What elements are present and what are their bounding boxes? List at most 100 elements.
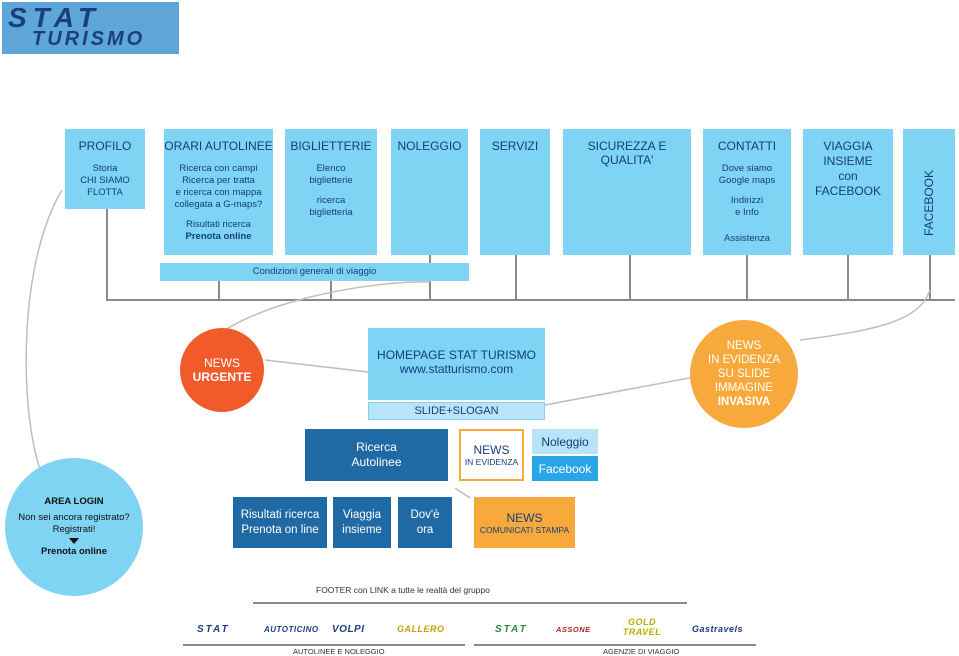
news-comunicati-label1: NEWS <box>506 510 543 525</box>
risultati-box[interactable]: Risultati ricerca Prenota on line <box>233 497 327 548</box>
menu-facebook[interactable]: FACEBOOK <box>903 129 955 255</box>
homepage-title: HOMEPAGE STAT TURISMO <box>377 348 536 362</box>
brand-logo[interactable]: STAT TURISMO <box>2 2 179 54</box>
connector <box>429 281 431 300</box>
news-slide-line-bold: INVASIVA <box>717 396 771 408</box>
news-slide-line: IMMAGINE <box>714 382 774 394</box>
news-slide-circle[interactable]: NEWS IN EVIDENZA SU SLIDE IMMAGINE INVAS… <box>690 320 798 428</box>
logo-gold-travel[interactable]: GOLD TRAVEL <box>622 617 662 637</box>
news-slide-line: IN EVIDENZA <box>707 354 781 366</box>
menu-viaggia-line: VIAGGIA <box>823 139 873 153</box>
menu-viaggia-insieme[interactable]: VIAGGIA INSIEME con FACEBOOK <box>803 129 893 255</box>
ricerca-label1: Ricerca <box>356 440 397 454</box>
news-comunicati-box[interactable]: NEWS COMUNICATI STAMPA <box>474 497 575 548</box>
brand-logo-line1: STAT <box>8 2 101 33</box>
connector <box>629 255 631 300</box>
logo-stat[interactable]: STAT <box>197 624 230 635</box>
facebook-label: Facebook <box>538 461 592 476</box>
login-prenota-online[interactable]: Prenota online <box>41 546 107 557</box>
label-agenzie-viaggio: AGENZIE DI VIAGGIO <box>603 647 680 656</box>
menu-biglietterie-item: ricerca <box>316 195 346 206</box>
menu-viaggia-items: VIAGGIA INSIEME con FACEBOOK <box>803 139 893 199</box>
news-comunicati-label2: COMUNICATI STAMPA <box>479 524 570 535</box>
menu-profilo[interactable]: PROFILO Storia CHI SIAMO FLOTTA <box>65 129 145 209</box>
homepage-box[interactable]: HOMEPAGE STAT TURISMO www.statturismo.co… <box>368 328 545 400</box>
dove-label2: ora <box>416 523 434 536</box>
ricerca-label2: Autolinee <box>351 455 402 469</box>
conditions-bar[interactable]: Condizioni generali di viaggio <box>160 263 469 281</box>
menu-orari-item: collegata a G-maps? <box>174 199 263 210</box>
menu-profilo-item[interactable]: CHI SIAMO <box>80 175 130 186</box>
logo-autoticino[interactable]: AUTOTICINO <box>264 625 319 634</box>
footer-line <box>253 602 687 604</box>
connector <box>106 209 108 300</box>
menu-orari-item: Ricerca con campi <box>179 163 258 174</box>
risultati-label1: Risultati ricerca <box>240 508 320 521</box>
menu-orari-items: Ricerca con campi Ricerca per tratta e r… <box>164 163 273 243</box>
logo-gastravels[interactable]: Gastravels <box>692 624 744 634</box>
menu-orari-item: Ricerca per tratta <box>182 175 255 186</box>
logo-volpi[interactable]: VOLPI <box>332 624 365 635</box>
menu-profilo-item[interactable]: Storia <box>92 163 118 174</box>
news-evidenza-label2: IN EVIDENZA <box>464 457 519 467</box>
logo-assone[interactable]: ASSONE <box>556 625 591 634</box>
menu-biglietterie-item: biglietteria <box>309 207 353 218</box>
login-title: AREA LOGIN <box>44 496 104 507</box>
viaggia-label1: Viaggia <box>342 508 382 521</box>
bus-line <box>106 299 955 301</box>
logo-stat[interactable]: STAT <box>495 624 528 635</box>
homepage-url[interactable]: www.statturismo.com <box>399 362 514 376</box>
dove-label1: Dov'è <box>410 508 440 521</box>
menu-viaggia-line: FACEBOOK <box>814 184 882 198</box>
menu-profilo-item[interactable]: FLOTTA <box>87 187 123 198</box>
menu-biglietterie-items: Elenco biglietterie ricerca biglietteria <box>285 163 377 219</box>
caret-down-icon <box>69 538 79 544</box>
brand-logo-line2: TURISMO <box>32 28 146 50</box>
menu-contatti-title: CONTATTI <box>717 139 777 153</box>
menu-sicurezza-qualita[interactable]: SICUREZZA E QUALITA' <box>563 129 691 255</box>
menu-orari-risultati[interactable]: Risultati ricerca <box>186 219 251 230</box>
menu-servizi[interactable]: SERVIZI <box>480 129 550 255</box>
menu-contatti-item: e Info <box>735 207 759 218</box>
menu-orari-title: ORARI AUTOLINEE <box>164 139 273 153</box>
menu-servizi-title: SERVIZI <box>491 139 539 153</box>
noleggio-label: Noleggio <box>541 434 589 449</box>
dove-box[interactable]: Dov'è ora <box>398 497 452 548</box>
group-line-left <box>183 644 465 646</box>
menu-biglietterie-item: biglietterie <box>309 175 353 186</box>
news-urgent-label2: URGENTE <box>192 370 252 384</box>
group-line-right <box>474 644 756 646</box>
menu-profilo-title: PROFILO <box>78 139 132 153</box>
menu-viaggia-line: INSIEME <box>823 154 873 168</box>
connector <box>929 255 931 300</box>
menu-contatti-items: Dove siamo Google maps Indirizzi e Info … <box>703 163 791 245</box>
noleggio-box[interactable]: Noleggio <box>532 429 598 454</box>
menu-orari-prenota[interactable]: Prenota online <box>185 231 252 242</box>
facebook-box[interactable]: Facebook <box>532 456 598 481</box>
login-circle[interactable]: AREA LOGIN Non sei ancora registrato? Re… <box>5 458 143 596</box>
news-urgent-circle[interactable]: NEWS URGENTE <box>180 328 264 412</box>
login-register-link[interactable]: Registrati! <box>52 524 96 535</box>
logo-gallero[interactable]: GALLERO <box>397 624 445 634</box>
connector <box>847 255 849 300</box>
menu-noleggio[interactable]: NOLEGGIO <box>391 129 468 255</box>
ricerca-autolinee-box[interactable]: Ricerca Autolinee <box>305 429 448 481</box>
menu-contatti[interactable]: CONTATTI Dove siamo Google maps Indirizz… <box>703 129 791 255</box>
viaggia-label2: insieme <box>342 523 382 536</box>
menu-biglietterie-item: Elenco <box>316 163 346 174</box>
menu-biglietterie[interactable]: BIGLIETTERIE Elenco biglietterie ricerca… <box>285 129 377 255</box>
menu-contatti-item: Dove siamo <box>721 163 773 174</box>
connector <box>746 255 748 300</box>
risultati-label2: Prenota on line <box>241 523 319 536</box>
news-evidenza-box[interactable]: NEWS IN EVIDENZA <box>459 429 524 481</box>
slide-slogan-box[interactable]: SLIDE+SLOGAN <box>368 402 545 420</box>
news-urgent-label1: NEWS <box>204 356 240 370</box>
news-slide-line: NEWS <box>726 340 762 352</box>
menu-profilo-items: Storia CHI SIAMO FLOTTA <box>65 163 145 199</box>
viaggia-box[interactable]: Viaggia insieme <box>333 497 391 548</box>
connector <box>515 255 517 300</box>
conditions-label: Condizioni generali di viaggio <box>252 266 377 277</box>
connector <box>218 281 220 300</box>
menu-orari-autolinee[interactable]: ORARI AUTOLINEE Ricerca con campi Ricerc… <box>164 129 273 255</box>
menu-contatti-item: Google maps <box>718 175 776 186</box>
